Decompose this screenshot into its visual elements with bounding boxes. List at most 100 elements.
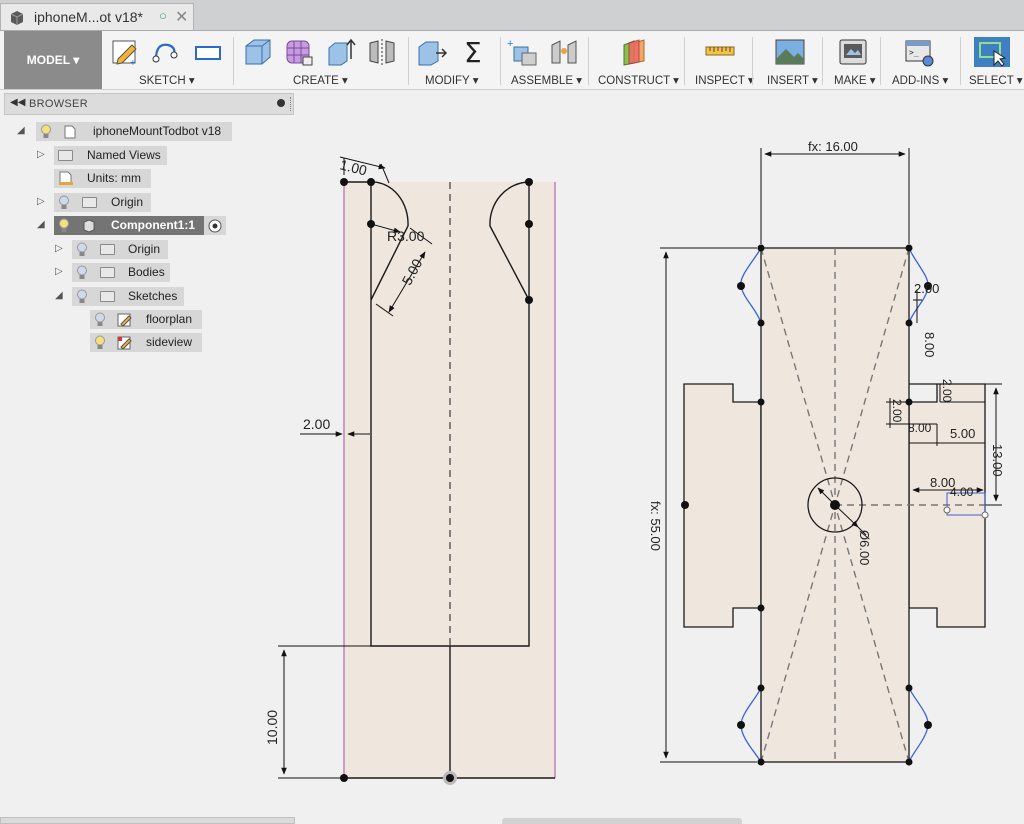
select-icon[interactable]: [974, 37, 1010, 67]
tree-node[interactable]: sideview: [90, 333, 202, 352]
construct-menu[interactable]: CONSTRUCT ▾: [598, 75, 679, 87]
form-icon[interactable]: [283, 37, 315, 67]
add-ins-menu[interactable]: ADD-INS ▾: [892, 75, 949, 87]
grip-handle[interactable]: [981, 511, 989, 519]
dim-text[interactable]: fx: 16.00: [808, 139, 858, 154]
sum-icon[interactable]: Σ: [458, 37, 490, 67]
dim-text[interactable]: 2.00: [890, 399, 904, 423]
dim-text[interactable]: 13.00: [990, 444, 1005, 477]
tree-node[interactable]: Bodies: [72, 263, 170, 282]
visibility-bulb-icon[interactable]: [94, 312, 106, 327]
collapse-browser-icon[interactable]: ◀◀: [10, 97, 26, 108]
collapse-triangle-icon[interactable]: ◢: [37, 219, 45, 230]
tree-node[interactable]: Units: mm: [54, 169, 151, 188]
workspace-switcher-button[interactable]: MODEL ▾: [4, 31, 102, 89]
new-component-icon[interactable]: +: [506, 37, 538, 67]
expand-triangle-icon[interactable]: ▷: [55, 243, 63, 254]
3d-print-icon[interactable]: [837, 37, 869, 67]
visibility-bulb-icon[interactable]: [40, 124, 52, 139]
dim-text[interactable]: fx: 55.00: [648, 501, 663, 551]
dim-line: [339, 156, 386, 170]
dim-line: [817, 487, 836, 506]
tree-node[interactable]: Sketches: [72, 287, 184, 306]
scripts-addins-icon[interactable]: >_: [903, 37, 935, 67]
tree-node[interactable]: Origin: [54, 193, 151, 212]
extrude-icon[interactable]: [325, 37, 357, 67]
selected-dimension-box[interactable]: [946, 492, 986, 516]
dim-text[interactable]: 2.00: [303, 416, 330, 432]
floorplan-sketch-points[interactable]: [681, 244, 932, 766]
visibility-bulb-icon[interactable]: [94, 335, 106, 350]
folder-icon: [100, 244, 115, 255]
left-wing[interactable]: [683, 383, 762, 628]
collapse-triangle-icon[interactable]: ◢: [17, 125, 25, 136]
add-ins-label: ADD-INS: [892, 75, 940, 87]
folder-icon: [58, 150, 73, 161]
expand-triangle-icon[interactable]: ▷: [55, 266, 63, 277]
dim-text[interactable]: 8.00: [930, 475, 955, 490]
dim-text[interactable]: 8.00: [922, 332, 937, 357]
svg-text:Σ: Σ: [464, 37, 482, 67]
document-icon: [64, 125, 76, 139]
document-tab[interactable]: iphoneM...ot v18* ○ ✕: [0, 3, 194, 30]
assemble-menu[interactable]: ASSEMBLE ▾: [511, 75, 582, 87]
tree-node[interactable]: Named Views: [54, 146, 167, 165]
sketch-floorplan[interactable]: fx: 16.00 fx: 55.00 2.00 8.00 2.00 2.00 …: [648, 139, 1005, 766]
sketch-menu[interactable]: SKETCH ▾: [139, 75, 195, 87]
tree-node[interactable]: floorplan: [90, 310, 202, 329]
dim-text[interactable]: 2.00: [940, 379, 954, 403]
side-sketch-points[interactable]: [340, 178, 533, 785]
collapse-triangle-icon[interactable]: ◢: [55, 290, 63, 301]
box-icon[interactable]: [242, 37, 274, 67]
tab-bar: iphoneM...ot v18* ○ ✕: [0, 0, 1024, 31]
offset-plane-icon[interactable]: [620, 37, 652, 67]
navigation-bar-edge[interactable]: [502, 818, 742, 824]
units-icon: [59, 171, 73, 185]
mirror-icon[interactable]: [366, 37, 398, 67]
close-icon[interactable]: ✕: [175, 9, 189, 26]
insert-image-icon[interactable]: [774, 37, 806, 67]
visibility-bulb-icon[interactable]: [76, 265, 88, 280]
visibility-bulb-icon[interactable]: [58, 218, 70, 233]
create-menu[interactable]: CREATE ▾: [293, 75, 348, 87]
measure-icon[interactable]: [704, 37, 736, 67]
tree-node[interactable]: iphoneMountTodbot v18: [36, 122, 232, 141]
center-hole[interactable]: [807, 477, 863, 533]
dim-text[interactable]: R3.00: [387, 228, 425, 244]
comments-panel-edge[interactable]: [0, 817, 295, 824]
dim-text[interactable]: Ø6.00: [857, 530, 872, 565]
dim-text[interactable]: 8.00: [908, 421, 932, 435]
modify-menu[interactable]: MODIFY ▾: [425, 75, 479, 87]
side-hook-right[interactable]: [489, 181, 530, 301]
visibility-bulb-icon[interactable]: [76, 242, 88, 257]
joint-icon[interactable]: [548, 37, 580, 67]
expand-triangle-icon[interactable]: ▷: [37, 196, 45, 207]
browser-minimize-icon[interactable]: [277, 99, 285, 107]
tree-node[interactable]: Origin: [72, 240, 168, 259]
grip-handle[interactable]: [943, 506, 951, 514]
dim-line: [409, 227, 433, 245]
rectangle-icon[interactable]: [192, 37, 224, 67]
browser-resize-grip[interactable]: [290, 97, 293, 111]
dim-text[interactable]: 10.00: [264, 710, 280, 745]
visibility-bulb-icon[interactable]: [76, 289, 88, 304]
sketch-side-profile[interactable]: 1.00 R3.00 5.00 2.00 10.00: [264, 156, 556, 785]
dim-text[interactable]: 4.00: [950, 485, 974, 499]
select-menu[interactable]: SELECT ▾: [969, 75, 1023, 87]
side-hook-left[interactable]: [370, 181, 409, 301]
dim-text[interactable]: 2.00: [914, 281, 939, 296]
make-menu[interactable]: MAKE ▾: [834, 75, 876, 87]
insert-menu[interactable]: INSERT ▾: [767, 75, 818, 87]
press-pull-icon[interactable]: [416, 37, 448, 67]
dim-text[interactable]: 5.00: [950, 426, 975, 441]
create-sketch-icon[interactable]: +: [110, 37, 142, 67]
arc-icon[interactable]: [150, 37, 182, 67]
visibility-bulb-icon[interactable]: [58, 195, 70, 210]
dim-text[interactable]: 1.00: [338, 156, 369, 178]
tree-item-label: Origin: [111, 195, 144, 209]
tree-node-selected[interactable]: Component1:1: [54, 216, 204, 235]
expand-triangle-icon[interactable]: ▷: [37, 149, 45, 160]
inspect-menu[interactable]: INSPECT ▾: [695, 75, 754, 87]
activate-component-button[interactable]: [204, 216, 226, 235]
